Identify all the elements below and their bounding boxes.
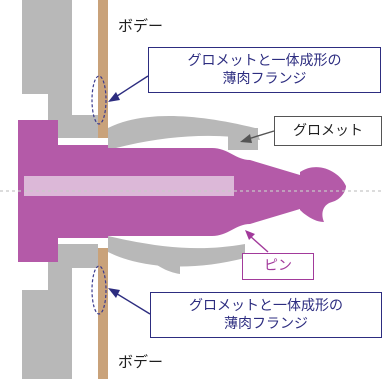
pin-callout: ピン	[242, 253, 314, 280]
pin-tip	[300, 167, 346, 222]
body-panel-top	[98, 0, 108, 138]
flange-highlight-bottom	[91, 265, 107, 315]
body-label-top: ボデー	[118, 17, 164, 35]
grommet-callout: グロメット	[274, 116, 382, 146]
flange-callout-top: グロメットと一体成形の 薄肉フランジ	[148, 47, 381, 93]
arrow-pin	[249, 235, 269, 253]
body-label-bottom: ボデー	[118, 353, 164, 371]
arrow-flange-bottom	[113, 291, 151, 315]
grommet-lower-tab	[140, 250, 180, 274]
arrow-flange-top	[113, 75, 149, 99]
pin-callout-text: ピン	[264, 258, 292, 274]
flange-callout-bottom-line1: グロメットと一体成形の	[189, 298, 343, 314]
grommet-right-stub	[228, 128, 258, 150]
flange-callout-bottom: グロメットと一体成形の 薄肉フランジ	[150, 292, 382, 338]
flange-callout-top-line2: 薄肉フランジ	[222, 71, 307, 87]
grommet-lower-flange	[48, 264, 72, 322]
arrow-grommet	[247, 130, 275, 140]
grommet-upper-wing	[108, 116, 260, 150]
pin-slot	[24, 176, 234, 196]
grommet-upper-flange	[48, 60, 72, 118]
arrowhead-grommet	[240, 134, 252, 143]
flange-callout-top-line1: グロメットと一体成形の	[187, 53, 342, 69]
flange-callout-bottom-line2: 薄肉フランジ	[224, 316, 308, 332]
grommet-lower-wing	[108, 236, 245, 267]
grommet-lower-stem	[22, 244, 98, 379]
body-panel-bottom	[98, 248, 108, 379]
arrowhead-pin	[245, 230, 255, 240]
flange-highlight-top	[91, 75, 107, 125]
arrowhead-flange-top	[108, 92, 120, 102]
arrowhead-flange-bottom	[108, 288, 120, 298]
grommet-upper-stem	[22, 0, 98, 138]
grommet-callout-text: グロメット	[293, 123, 363, 139]
